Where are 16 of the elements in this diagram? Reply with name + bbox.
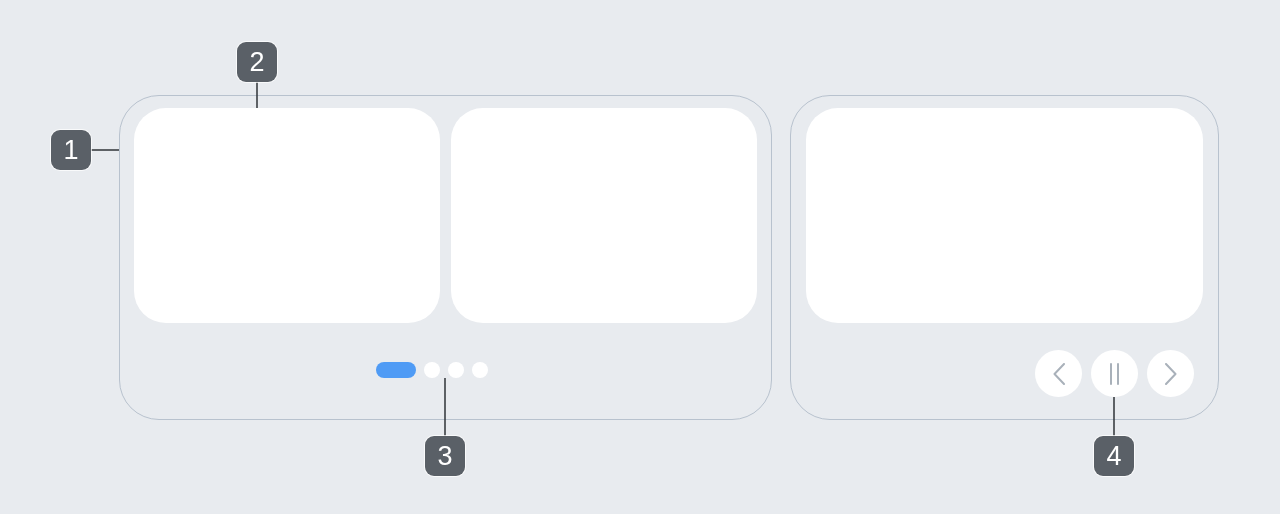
carousel-frame [119,95,772,420]
next-button [1147,350,1194,397]
slide-card [451,108,757,323]
leader-line [256,81,258,109]
callout-number: 4 [1094,436,1134,476]
leader-line [1113,396,1115,437]
callout-number: 2 [237,42,277,82]
leader-line [444,377,446,437]
callout-number: 3 [425,436,465,476]
pause-button [1091,350,1138,397]
previous-button [1035,350,1082,397]
pagination-dots-icon [376,362,488,378]
slide-card [134,108,440,323]
leader-line [90,149,120,151]
carousel-frame [790,95,1219,420]
callout-number: 1 [51,130,91,170]
